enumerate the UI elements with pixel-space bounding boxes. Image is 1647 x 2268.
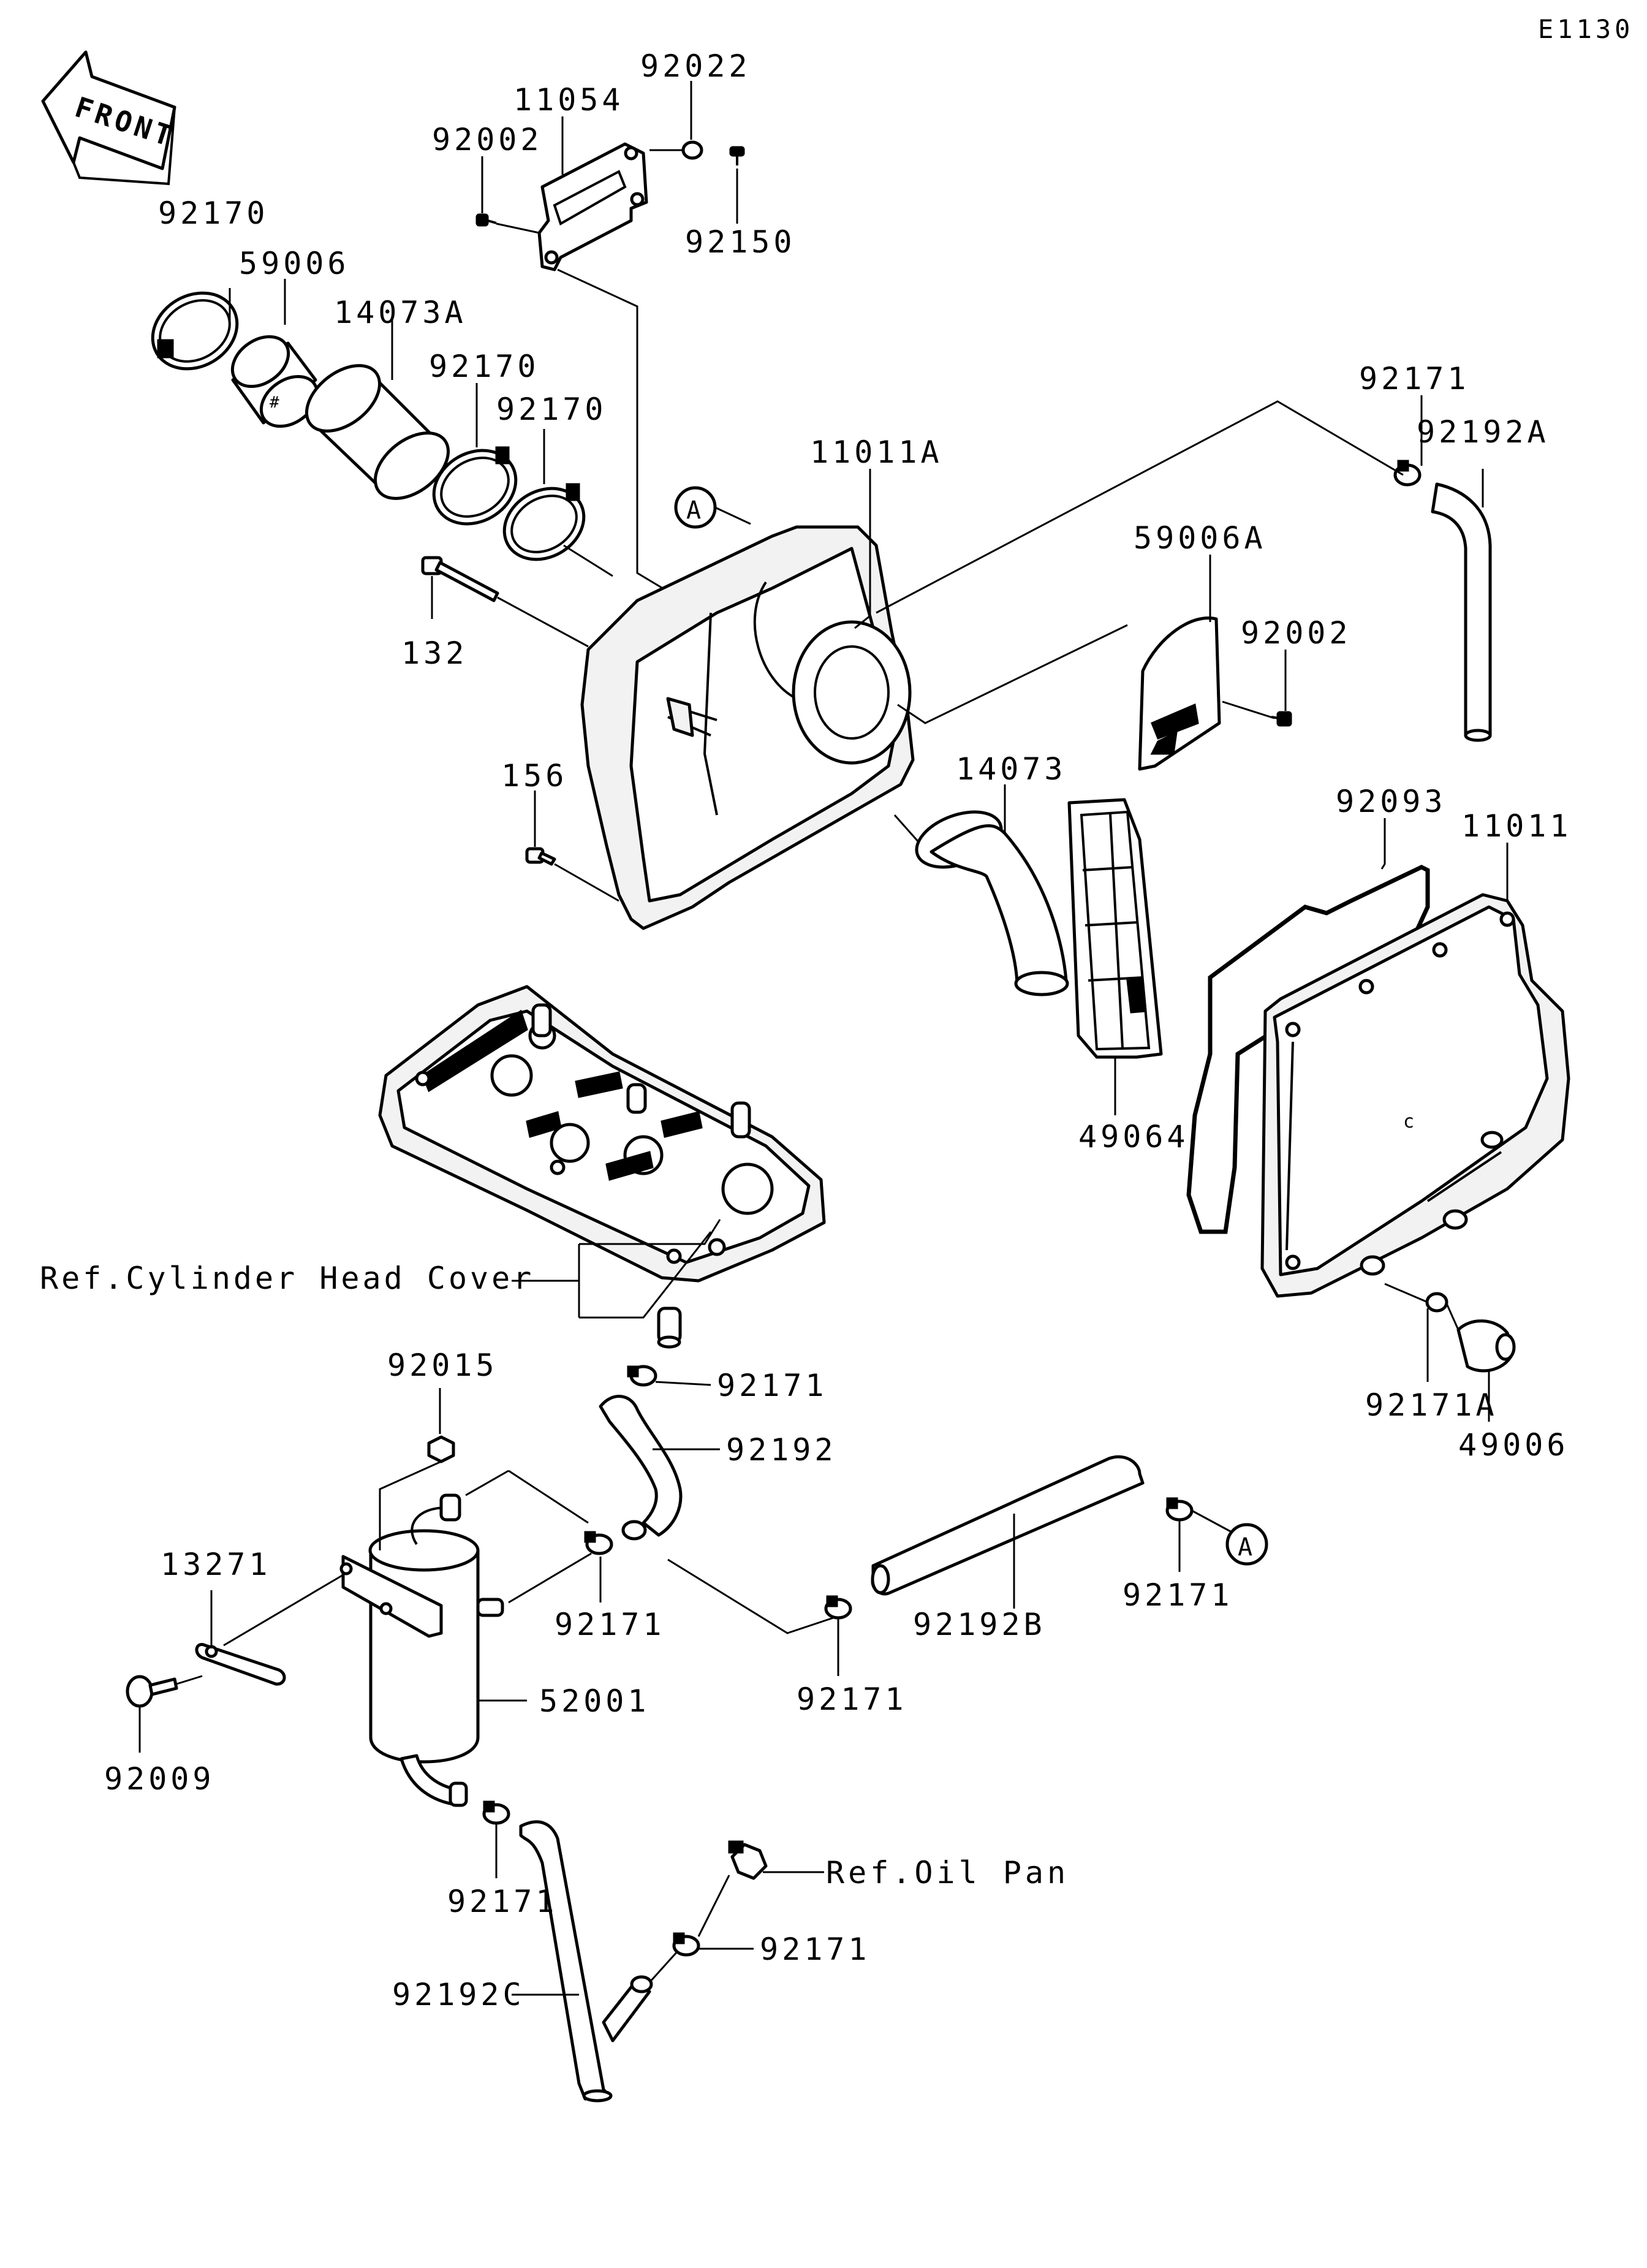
label-92022: 92022 [640, 48, 751, 84]
hose-92192C [519, 1820, 653, 2103]
label-92150: 92150 [685, 224, 796, 260]
filter-49064 [1067, 798, 1163, 1059]
screw-92150 [729, 146, 745, 165]
label-92015: 92015 [387, 1348, 498, 1383]
front-arrow-icon: FRONT [41, 50, 180, 186]
label-ref-oil-pan: Ref.Oil Pan [826, 1855, 1069, 1891]
label-14073: 14073 [956, 751, 1067, 787]
label-52001: 52001 [539, 1683, 650, 1719]
label-49006: 49006 [1458, 1427, 1569, 1463]
diagram-code: E1130 [1538, 14, 1634, 44]
cylinder-head-cover [378, 985, 826, 1283]
bolt-92002-top [475, 213, 497, 227]
label-59006: 59006 [239, 246, 350, 281]
hose-92192B [871, 1455, 1145, 1596]
clamp-92170-b [432, 446, 518, 526]
label-156: 156 [501, 758, 567, 794]
svg-text:#: # [270, 393, 279, 412]
label-ref-cylinder-head-cover: Ref.Cylinder Head Cover [40, 1261, 534, 1296]
svg-text:A: A [686, 496, 701, 525]
label-49064: 49064 [1078, 1119, 1189, 1155]
clamp-92171-c [824, 1595, 852, 1620]
callout-a-bottom: A [1225, 1523, 1268, 1566]
bracket-13271 [195, 1643, 286, 1686]
label-92002-right: 92002 [1241, 615, 1352, 651]
svg-text:A: A [1238, 1533, 1252, 1561]
label-92002-top: 92002 [432, 122, 543, 157]
label-11054: 11054 [513, 82, 624, 118]
clamp-92171-a [627, 1365, 657, 1387]
cover-59006A [1138, 616, 1221, 771]
bolt-92002-right [1271, 711, 1292, 727]
boot-59006: # [230, 335, 319, 428]
bracket-11054 [537, 142, 648, 271]
label-92009: 92009 [104, 1761, 215, 1797]
label-92192B: 92192B [913, 1607, 1046, 1642]
washer-92022 [681, 140, 703, 160]
cap-49006 [1456, 1319, 1516, 1373]
label-92171-c: 92171 [1123, 1577, 1233, 1613]
clamp-92171-top [1393, 460, 1422, 487]
label-92170-c: 92170 [496, 392, 607, 427]
hose-92192 [599, 1395, 683, 1541]
label-92093: 92093 [1336, 784, 1447, 819]
elbow-14073 [915, 810, 1069, 996]
label-11011A: 11011A [810, 434, 943, 470]
label-92171-b: 92171 [555, 1607, 665, 1642]
canister-52001 [339, 1493, 504, 1807]
bolt-132 [421, 556, 499, 602]
label-92171-top: 92171 [1359, 361, 1470, 396]
nut-92015 [427, 1435, 455, 1463]
label-92171-d: 92171 [797, 1682, 907, 1717]
label-92171-e: 92171 [447, 1884, 558, 1919]
hose-92192A [1431, 482, 1492, 742]
svg-text:c: c [1403, 1111, 1414, 1132]
callout-a-top: A [674, 486, 717, 529]
label-11011: 11011 [1461, 808, 1572, 844]
label-92171-f: 92171 [760, 1932, 871, 1967]
bolt-156 [525, 847, 556, 866]
label-59006A: 59006A [1134, 520, 1266, 556]
housing-11011: c [1260, 893, 1570, 1298]
clamp-92171-b [584, 1531, 613, 1555]
label-13271: 13271 [161, 1547, 271, 1582]
label-92170-a: 92170 [158, 195, 269, 231]
label-92192A: 92192A [1417, 414, 1550, 450]
label-92171A: 92171A [1365, 1387, 1498, 1423]
fitting-head-cover [657, 1307, 682, 1349]
fitting-oil-pan [728, 1840, 768, 1880]
label-92192C: 92192C [392, 1977, 525, 2012]
airbox-11011A [580, 525, 915, 930]
clip-92171A [1425, 1292, 1448, 1313]
clamp-92170-a [151, 291, 239, 371]
clamp-92171-f [672, 1932, 700, 1957]
label-92170-b: 92170 [429, 349, 540, 384]
label-14073A: 14073A [334, 295, 467, 330]
label-132: 132 [401, 635, 468, 671]
label-92171-a: 92171 [717, 1368, 828, 1403]
label-92192: 92192 [726, 1432, 837, 1468]
clamp-92170-c [502, 483, 586, 561]
screw-92009 [126, 1675, 178, 1708]
duct-14073A [305, 364, 450, 500]
clamp-92171-e [482, 1800, 510, 1825]
clamp-92171-d [1165, 1497, 1194, 1522]
